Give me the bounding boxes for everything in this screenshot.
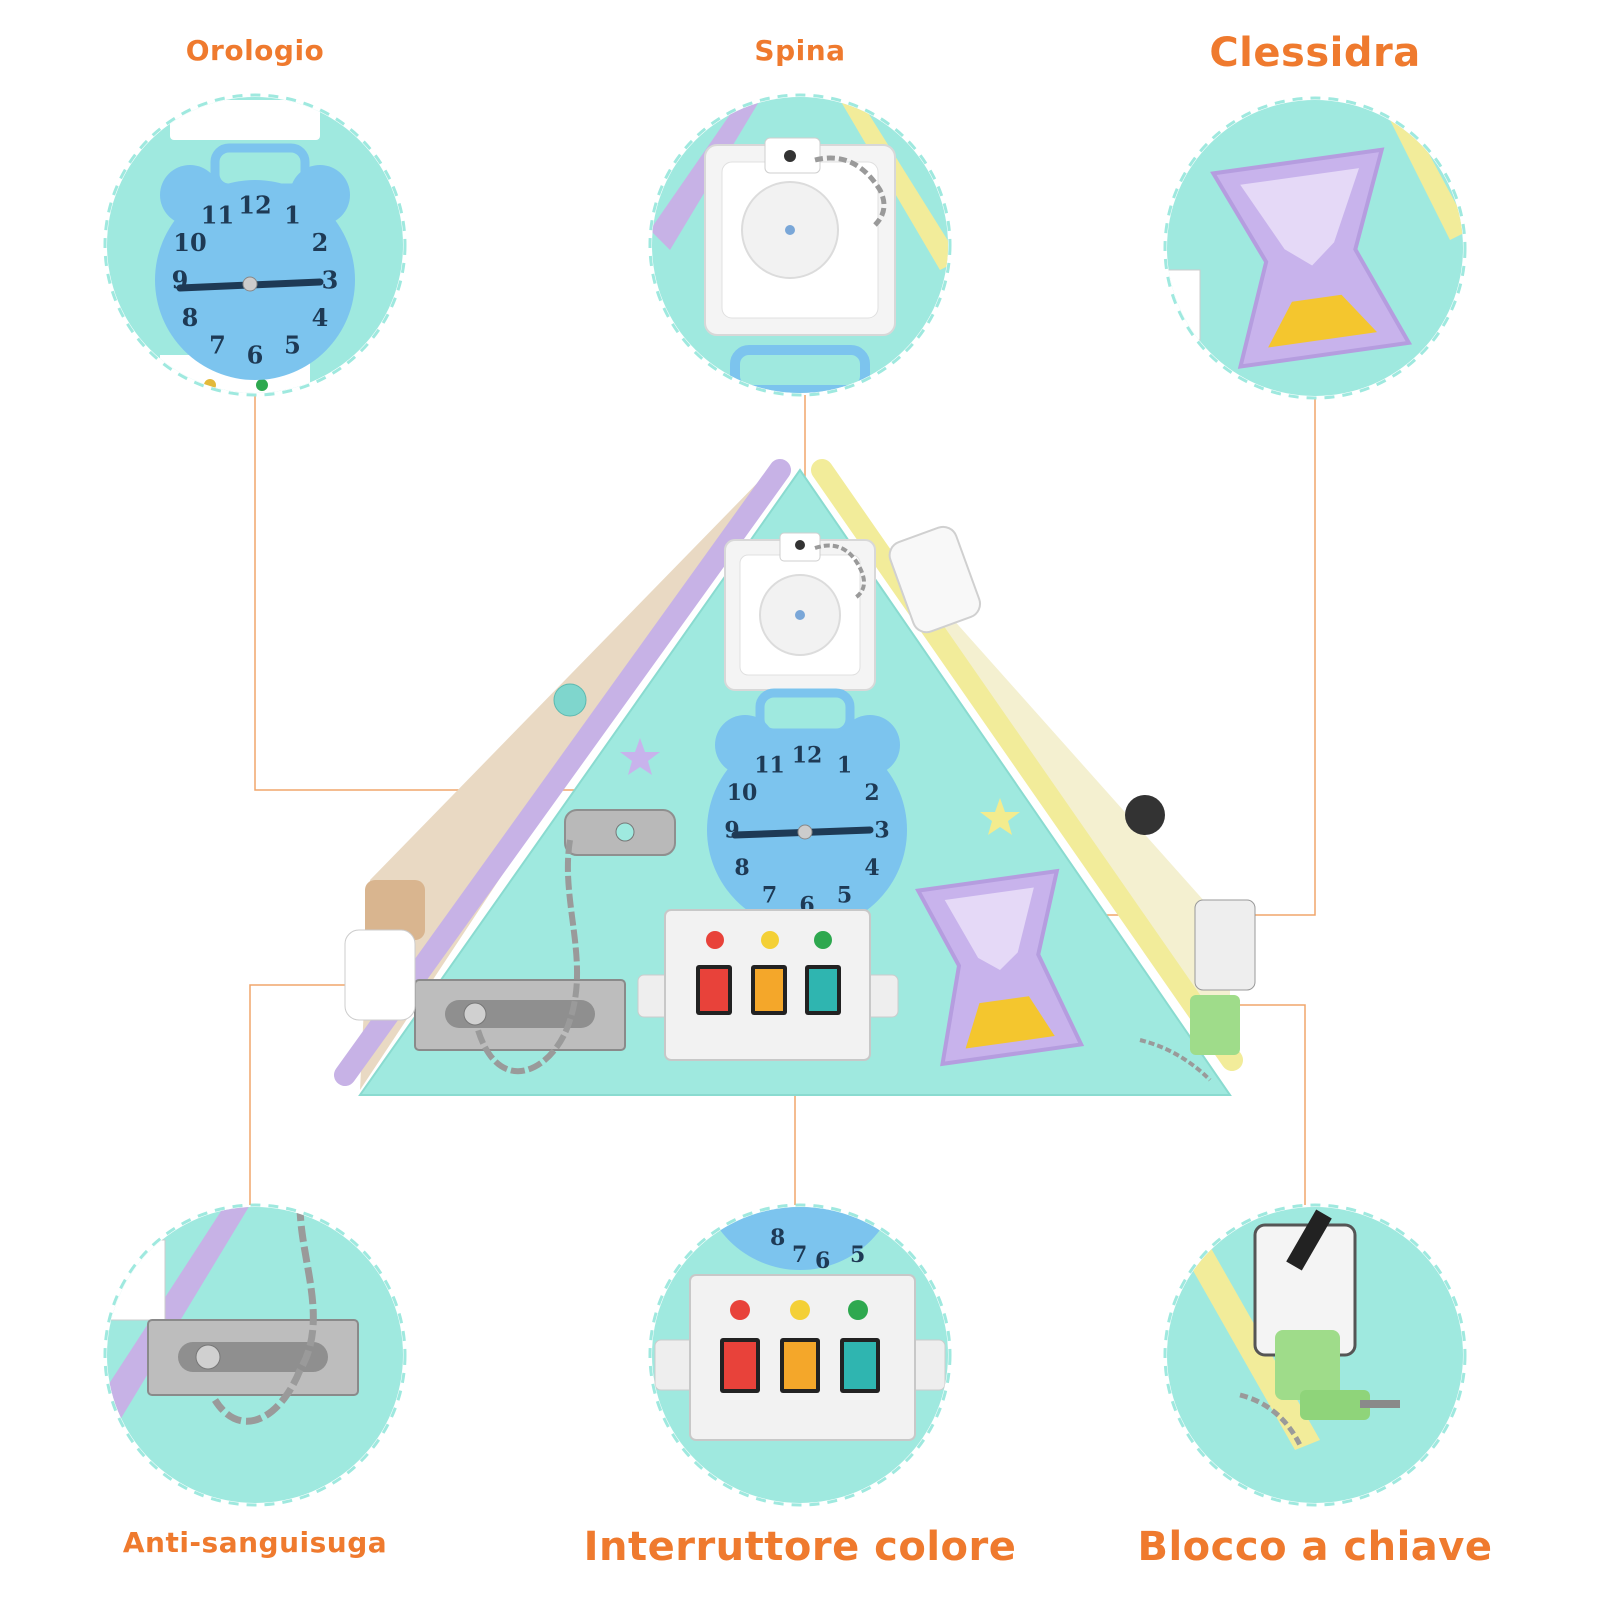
clock-numeral: 8: [734, 855, 749, 881]
clock-numeral: 12: [238, 190, 271, 219]
star-purple: [620, 738, 660, 775]
clock-numeral: 3: [874, 818, 889, 844]
wheel-right-edge: [1125, 795, 1165, 835]
label-spina: Spina: [754, 34, 846, 67]
latch-right-edge: [1194, 899, 1256, 991]
label-clessidra: Clessidra: [1209, 30, 1421, 76]
circle-interruttore-colore: 8 7 6 5: [648, 1203, 952, 1507]
clock-numeral: 1: [284, 200, 301, 229]
clock-numeral: 12: [792, 743, 823, 769]
clock-numeral: 9: [724, 818, 739, 844]
clock-numeral: 7: [209, 330, 226, 359]
svg-text:7: 7: [792, 1242, 807, 1268]
label-blocco-a-chiave: Blocco a chiave: [1137, 1524, 1493, 1570]
clock-numeral: 5: [837, 883, 852, 909]
circle-anti-sanguisuga: [103, 1203, 407, 1507]
clock-numeral: 6: [247, 340, 264, 369]
clock-numeral: 11: [201, 200, 234, 229]
circle-clessidra: [1163, 96, 1467, 400]
svg-text:5: 5: [850, 1242, 865, 1268]
star-yellow: [980, 798, 1020, 835]
svg-text:6: 6: [815, 1248, 830, 1274]
block-left-edge: [365, 880, 425, 940]
label-anti-sanguisuga: Anti-sanguisuga: [122, 1526, 388, 1559]
knob-right-edge: [888, 525, 982, 634]
hourglass-main: [915, 868, 1085, 1067]
connector-blocco: [1215, 1004, 1306, 1205]
clock-numeral: 11: [754, 753, 785, 779]
yellow-edge-bar: [811, 459, 1243, 1071]
svg-text:8: 8: [770, 1225, 785, 1251]
clock-numeral: 7: [762, 883, 777, 909]
chain-lock-main: [414, 809, 676, 1075]
circle-blocco-a-chiave: [1163, 1203, 1467, 1507]
clock-numeral: 2: [312, 228, 329, 257]
clock-numeral: 3: [322, 265, 339, 294]
circle-spina: [648, 93, 952, 397]
clock-numeral: 4: [864, 855, 879, 881]
clock-numeral: 2: [864, 780, 879, 806]
clock-numeral: 10: [727, 780, 758, 806]
clock-numeral: 10: [173, 228, 206, 257]
label-orologio: Orologio: [185, 34, 325, 67]
clock-numeral: 4: [312, 303, 329, 332]
socket: [724, 532, 876, 691]
purple-edge-bar: [334, 459, 791, 1086]
label-interruttore-colore: Interruttore colore: [583, 1524, 1017, 1570]
clock-numeral: 1: [837, 753, 852, 779]
switch-box-main: [637, 909, 899, 1061]
clock-numeral: 5: [284, 330, 301, 359]
bead-left-edge: [553, 683, 587, 717]
white-part-left-edge: [344, 929, 416, 1021]
padlock-right-edge: [1190, 995, 1240, 1055]
clock-numeral: 8: [182, 303, 199, 332]
